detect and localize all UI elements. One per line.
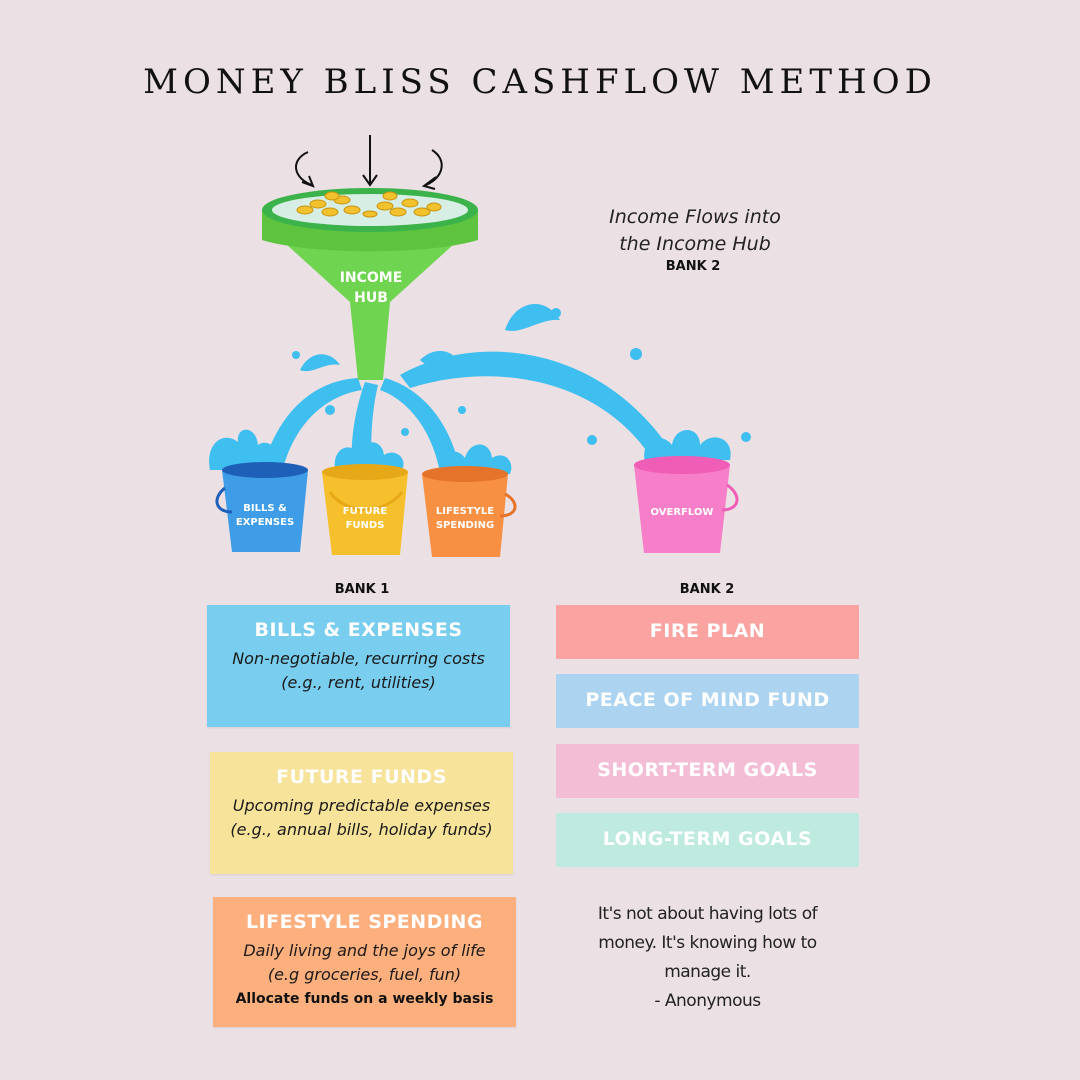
income-hub-label-line2: HUB — [354, 290, 388, 306]
bucket-lifestyle-label-line2: SPENDING — [436, 520, 494, 531]
long-term-goals-item: LONG-TERM GOALS — [556, 813, 859, 867]
bank1-label: BANK 1 — [262, 582, 462, 597]
card-bills-desc-line2: (e.g., rent, utilities) — [207, 671, 510, 695]
bucket-overflow-label: OVERFLOW — [651, 507, 714, 518]
card-lifestyle-spending: LIFESTYLE SPENDING Daily living and the … — [213, 897, 516, 1027]
card-bills-expenses: BILLS & EXPENSES Non-negotiable, recurri… — [207, 605, 510, 727]
quote-author: - Anonymous — [575, 987, 840, 1016]
income-hub-funnel: INCOME HUB — [262, 188, 478, 380]
card-lifestyle-note: Allocate funds on a weekly basis — [213, 991, 516, 1007]
bucket-bills-label-line1: BILLS & — [243, 503, 287, 514]
cashflow-diagram: INCOME HUB BILLS & EXPENSES FUTURE FUNDS… — [0, 0, 1080, 580]
quote: It's not about having lots of money. It'… — [575, 900, 840, 1016]
bucket-lifestyle: LIFESTYLE SPENDING — [422, 466, 515, 557]
card-future-desc-line1: Upcoming predictable expenses — [210, 794, 513, 818]
bucket-future-label-line2: FUNDS — [346, 520, 385, 531]
card-bills-title: BILLS & EXPENSES — [207, 619, 510, 641]
tagline-bank-label: BANK 2 — [593, 259, 793, 274]
quote-line1: It's not about having lots of — [575, 900, 840, 929]
income-hub-label-line1: INCOME — [340, 270, 403, 286]
bucket-future: FUTURE FUNDS — [322, 464, 408, 555]
card-future-funds: FUTURE FUNDS Upcoming predictable expens… — [210, 752, 513, 874]
bucket-lifestyle-label-line1: LIFESTYLE — [436, 506, 494, 517]
peace-of-mind-fund-item: PEACE OF MIND FUND — [556, 674, 859, 728]
bucket-bills-label-line2: EXPENSES — [236, 517, 294, 528]
tagline-line2: the Income Hub — [560, 233, 830, 255]
tagline-line1: Income Flows into — [560, 206, 830, 228]
card-future-desc-line2: (e.g., annual bills, holiday funds) — [210, 818, 513, 842]
card-lifestyle-desc-line2: (e.g groceries, fuel, fun) — [213, 963, 516, 987]
card-future-title: FUTURE FUNDS — [210, 766, 513, 788]
short-term-goals-item: SHORT-TERM GOALS — [556, 744, 859, 798]
bucket-bills: BILLS & EXPENSES — [217, 462, 308, 552]
quote-line2: money. It's knowing how to — [575, 929, 840, 958]
card-bills-desc-line1: Non-negotiable, recurring costs — [207, 647, 510, 671]
card-lifestyle-title: LIFESTYLE SPENDING — [213, 911, 516, 933]
income-arrows — [296, 135, 442, 189]
quote-line3: manage it. — [575, 958, 840, 987]
card-lifestyle-desc-line1: Daily living and the joys of life — [213, 939, 516, 963]
water-streams — [209, 304, 751, 474]
bank2-label: BANK 2 — [607, 582, 807, 597]
fire-plan-item: FIRE PLAN — [556, 605, 859, 659]
bucket-overflow: OVERFLOW — [634, 456, 737, 553]
bucket-future-label-line1: FUTURE — [343, 506, 388, 517]
